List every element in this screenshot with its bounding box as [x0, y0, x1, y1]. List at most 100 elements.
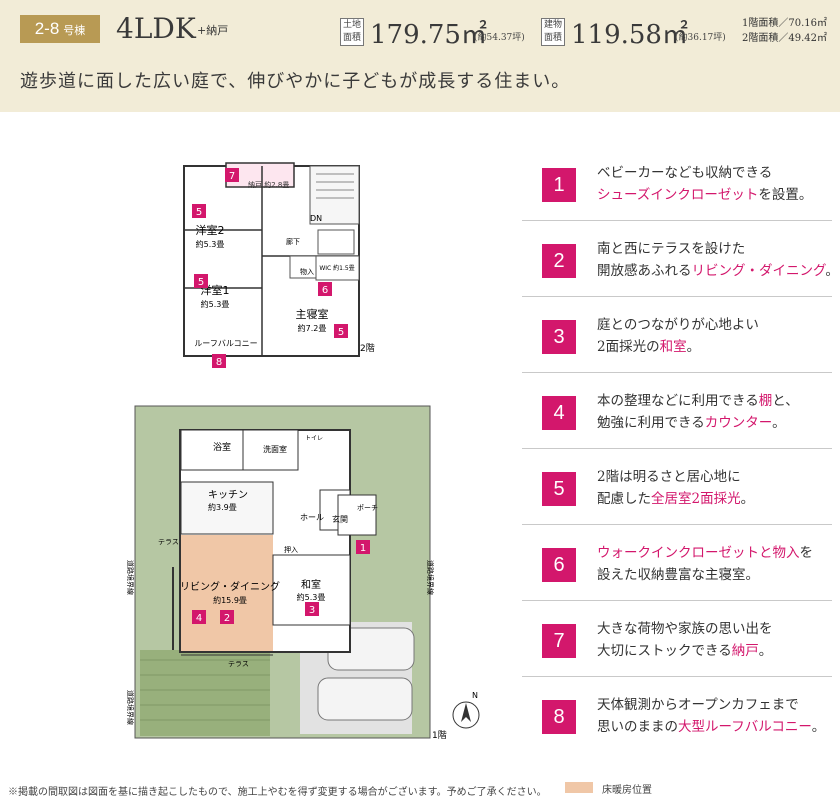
living-label: リビング・ダイニング — [180, 580, 280, 593]
floor2-marker-5c: 5 — [334, 324, 348, 338]
floor-areas: 1階面積／70.16㎡ 2階面積／49.42㎡ — [742, 16, 827, 46]
wic-label: WIC 約1.5畳 — [319, 264, 354, 272]
floor-heating-area — [181, 535, 273, 651]
divider — [522, 372, 832, 373]
svg-text:5: 5 — [338, 327, 344, 338]
feature-item-1: 1 ベビーカーなども収納できる シューズインクローゼットを設置。 — [522, 150, 832, 221]
car-2 — [317, 677, 413, 721]
floor2-marker-6: 6 — [318, 282, 332, 296]
svg-text:6: 6 — [322, 285, 328, 296]
feature-number: 5 — [542, 472, 576, 506]
room-yo2-size: 約5.3畳 — [196, 239, 225, 249]
feature-number: 3 — [542, 320, 576, 354]
floor1-marker-1: 1 — [356, 540, 370, 554]
floor1-area: 1階面積／70.16㎡ — [742, 18, 827, 29]
feature-text: ウォークインクローゼットと物入を 設えた収納豊富な主寝室。 — [597, 545, 813, 583]
feature-number: 2 — [542, 244, 576, 278]
washitsu-size: 約5.3畳 — [297, 592, 326, 602]
svg-text:2: 2 — [224, 613, 230, 624]
terrace-south-label: テラス — [228, 660, 249, 668]
feature-item-6: 6 ウォークインクローゼットと物入を 設えた収納豊富な主寝室。 — [522, 530, 832, 601]
balcony-label: ルーフバルコニー — [194, 339, 257, 348]
divider — [522, 220, 832, 221]
kitchen-size: 約3.9畳 — [208, 502, 237, 512]
road-east-label: 道路境界線 — [426, 560, 435, 595]
kitchen-label: キッチン — [208, 489, 248, 501]
master-size: 約7.2畳 — [298, 323, 327, 333]
north-compass-icon: N — [452, 691, 480, 729]
bath-label: 浴室 — [213, 441, 231, 453]
washroom-label: 洗面室 — [263, 444, 287, 454]
closet-label: 物入 — [300, 267, 314, 276]
plan-number-badge: 2-8 号棟 — [20, 15, 100, 43]
divider — [522, 448, 832, 449]
master-label: 主寝室 — [296, 307, 329, 321]
porch-label: ポーチ — [357, 504, 378, 512]
hall-1f-label: ホール — [300, 513, 324, 522]
feature-item-3: 3 庭とのつながりが心地よい 2面採光の和室。 — [522, 302, 832, 373]
terrace-west-label: テラス — [158, 538, 179, 546]
closet-1f-label: 押入 — [284, 545, 298, 554]
disclaimer-note: ※掲載の間取図は図面を基に描き起こしたもので、施工上やむを得ず変更する場合がござ… — [8, 787, 547, 798]
room-yo1-size: 約5.3畳 — [201, 299, 230, 309]
hall-label: 廊下 — [286, 237, 300, 246]
feature-text: 南と西にテラスを設けた 開放感あふれるリビング・ダイニング。 — [597, 241, 839, 279]
land-area-value: 179.75㎡ — [370, 20, 487, 50]
floor2-marker-7: 7 — [225, 168, 239, 182]
plan-number: 2-8 — [34, 19, 60, 38]
feature-text: 天体観測からオープンカフェまで 思いのままの大型ルーフバルコニー。 — [597, 697, 826, 735]
living-size: 約15.9畳 — [213, 595, 247, 605]
svg-text:8: 8 — [216, 357, 222, 368]
divider — [522, 296, 832, 297]
plan-number-suffix: 号棟 — [63, 24, 86, 37]
floor-heating-legend-label: 床暖房位置 — [602, 785, 652, 796]
header-band — [0, 0, 840, 112]
building-area-tag: 建物面積 — [541, 18, 565, 46]
floor-heating-legend-swatch — [565, 782, 593, 793]
feature-number: 8 — [542, 700, 576, 734]
feature-item-5: 5 2階は明るさと居心地に 配慮した全居室2面採光。 — [522, 454, 832, 525]
svg-text:DN: DN — [310, 214, 322, 223]
svg-text:5: 5 — [198, 277, 204, 288]
feature-item-7: 7 大きな荷物や家族の思い出を 大切にストックできる納戸。 — [522, 606, 832, 677]
land-area-tag: 土地面積 — [340, 18, 364, 46]
feature-item-4: 4 本の整理などに利用できる棚と、 勉強に利用できるカウンター。 — [522, 378, 832, 449]
building-area-tsubo: (約36.17坪) — [675, 33, 726, 43]
svg-text:3: 3 — [309, 605, 315, 616]
svg-text:4: 4 — [196, 613, 202, 624]
road-west-label: 道路境界線 — [126, 560, 135, 595]
divider — [522, 600, 832, 601]
layout-type: 4LDK — [116, 12, 196, 45]
feature-text: 大きな荷物や家族の思い出を 大切にストックできる納戸。 — [597, 621, 773, 659]
svg-text:5: 5 — [196, 207, 202, 218]
feature-text: 庭とのつながりが心地よい 2面採光の和室。 — [597, 317, 759, 355]
floor-plan-drawing: DN 納戸 約2.8畳 洋室2 約5.3畳 洋室1 約5.3畳 主寝室 約7.2… — [126, 162, 480, 741]
feature-text: 本の整理などに利用できる棚と、 勉強に利用できるカウンター。 — [597, 393, 799, 431]
floor1-marker-3: 3 — [305, 602, 319, 616]
floor2-marker-8: 8 — [212, 354, 226, 368]
feature-item-2: 2 南と西にテラスを設けた 開放感あふれるリビング・ダイニング。 — [522, 226, 839, 297]
floor1-marker-4: 4 — [192, 610, 206, 624]
divider — [522, 676, 832, 677]
svg-text:N: N — [472, 691, 478, 700]
road-sw-label: 道路境界線 — [126, 690, 135, 725]
layout-extra: +納戸 — [197, 24, 229, 37]
building-area-value: 119.58㎡ — [571, 20, 688, 50]
floor1-marker-2: 2 — [220, 610, 234, 624]
feature-number: 4 — [542, 396, 576, 430]
washitsu-label: 和室 — [301, 578, 321, 591]
divider — [522, 524, 832, 525]
storage-label: 納戸 約2.8畳 — [248, 180, 289, 189]
feature-number: 7 — [542, 624, 576, 658]
floor1-plan: 浴室 洗面室 キッチン 約3.9畳 リビング・ダイニング 約15.9畳 和室 約… — [126, 405, 480, 741]
toilet-label: トイレ — [305, 435, 323, 442]
svg-text:1: 1 — [360, 543, 366, 554]
feature-text: 2階は明るさと居心地に 配慮した全居室2面採光。 — [597, 469, 755, 507]
floor2-area: 2階面積／49.42㎡ — [742, 33, 827, 44]
feature-number: 1 — [542, 168, 576, 202]
feature-number: 6 — [542, 548, 576, 582]
lawn-south — [140, 650, 270, 736]
floor1-label: 1階 — [432, 730, 447, 741]
tagline: 遊歩道に面した広い庭で、伸びやかに子どもが成長する住まい。 — [20, 71, 571, 92]
floor2-label: 2階 — [360, 343, 375, 354]
